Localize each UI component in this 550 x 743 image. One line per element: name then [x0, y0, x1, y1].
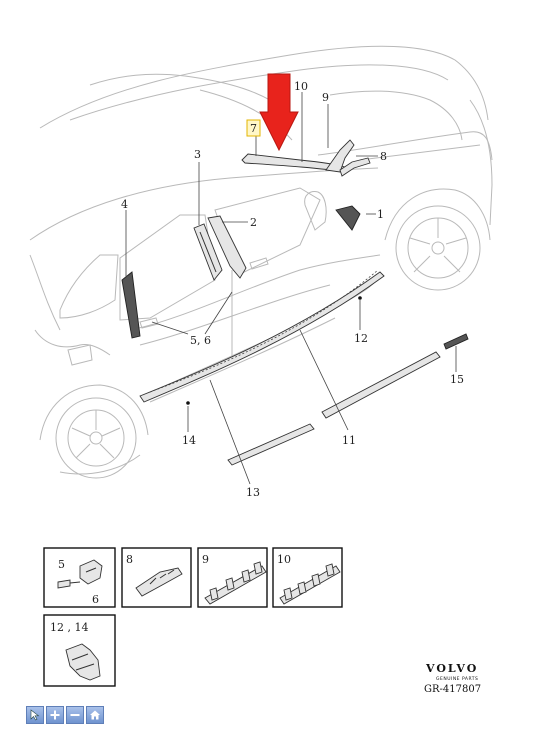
- clip-14-dot: [186, 401, 190, 405]
- part-3-b-pillar-cover: [193, 223, 223, 281]
- inset-box-8: 8: [121, 547, 192, 608]
- callout-15: 15: [450, 373, 464, 386]
- brand-name: VOLVO: [425, 662, 478, 675]
- part-8-cowl-trim: [339, 157, 371, 177]
- home-icon: [90, 710, 100, 720]
- callout-4: 4: [121, 198, 128, 211]
- part-4-c-pillar-trim: [121, 271, 141, 339]
- inset-box-5-6: 5 6: [43, 547, 116, 608]
- callout-14: 14: [182, 434, 196, 447]
- home-button[interactable]: [86, 706, 104, 724]
- inset-box-10: 10: [272, 547, 343, 608]
- inset-box-9: 9: [197, 547, 268, 608]
- callout-12: 12: [354, 332, 368, 345]
- callout-2: 2: [250, 216, 257, 229]
- zoom-in-icon: [50, 710, 60, 720]
- callout-9: 9: [322, 91, 329, 104]
- pointer-button[interactable]: [26, 706, 44, 724]
- highlight-box: [246, 119, 261, 137]
- callout-11: 11: [342, 434, 356, 447]
- callout-8: 8: [380, 150, 387, 163]
- inset-box-12-14: 12 , 14: [43, 614, 116, 687]
- part-11-door-moulding: [321, 351, 441, 419]
- part-2-b-pillar-trim: [207, 215, 247, 279]
- volvo-logo: VOLVO GENUINE PARTS: [425, 662, 478, 682]
- callout-1: 1: [377, 208, 384, 221]
- inset-label-12-14: 12 , 14: [50, 621, 88, 634]
- zoom-out-icon: [70, 714, 80, 716]
- car-body-outline: [29, 45, 493, 479]
- callout-10: 10: [294, 80, 308, 93]
- brand-subtitle: GENUINE PARTS: [436, 676, 478, 682]
- callout-7: 7: [250, 122, 257, 135]
- inset-label-5: 5: [58, 558, 65, 571]
- callout-3: 3: [194, 148, 201, 161]
- zoom-out-button[interactable]: [66, 706, 84, 724]
- inset-label-10: 10: [277, 553, 291, 566]
- zoom-in-button[interactable]: [46, 706, 64, 724]
- part-9-a-pillar-cover: [325, 139, 355, 173]
- part-1-mirror-triangle: [335, 205, 361, 231]
- callout-5-6: 5, 6: [190, 334, 211, 347]
- part-15-end-cap: [443, 333, 469, 350]
- viewer-toolbar: [26, 706, 104, 724]
- callout-13: 13: [246, 486, 260, 499]
- sill-moulding-on-car: [139, 269, 385, 403]
- highlight-arrow: [259, 73, 299, 152]
- inset-label-8: 8: [126, 553, 133, 566]
- inset-label-9: 9: [202, 553, 209, 566]
- clip-12-dot: [358, 296, 362, 300]
- inset-label-6: 6: [92, 593, 99, 606]
- leader-lines: [125, 92, 457, 485]
- pointer-icon: [30, 709, 40, 721]
- reference-number: GR-417807: [424, 684, 481, 695]
- part-13-rear-door-moulding: [227, 423, 315, 466]
